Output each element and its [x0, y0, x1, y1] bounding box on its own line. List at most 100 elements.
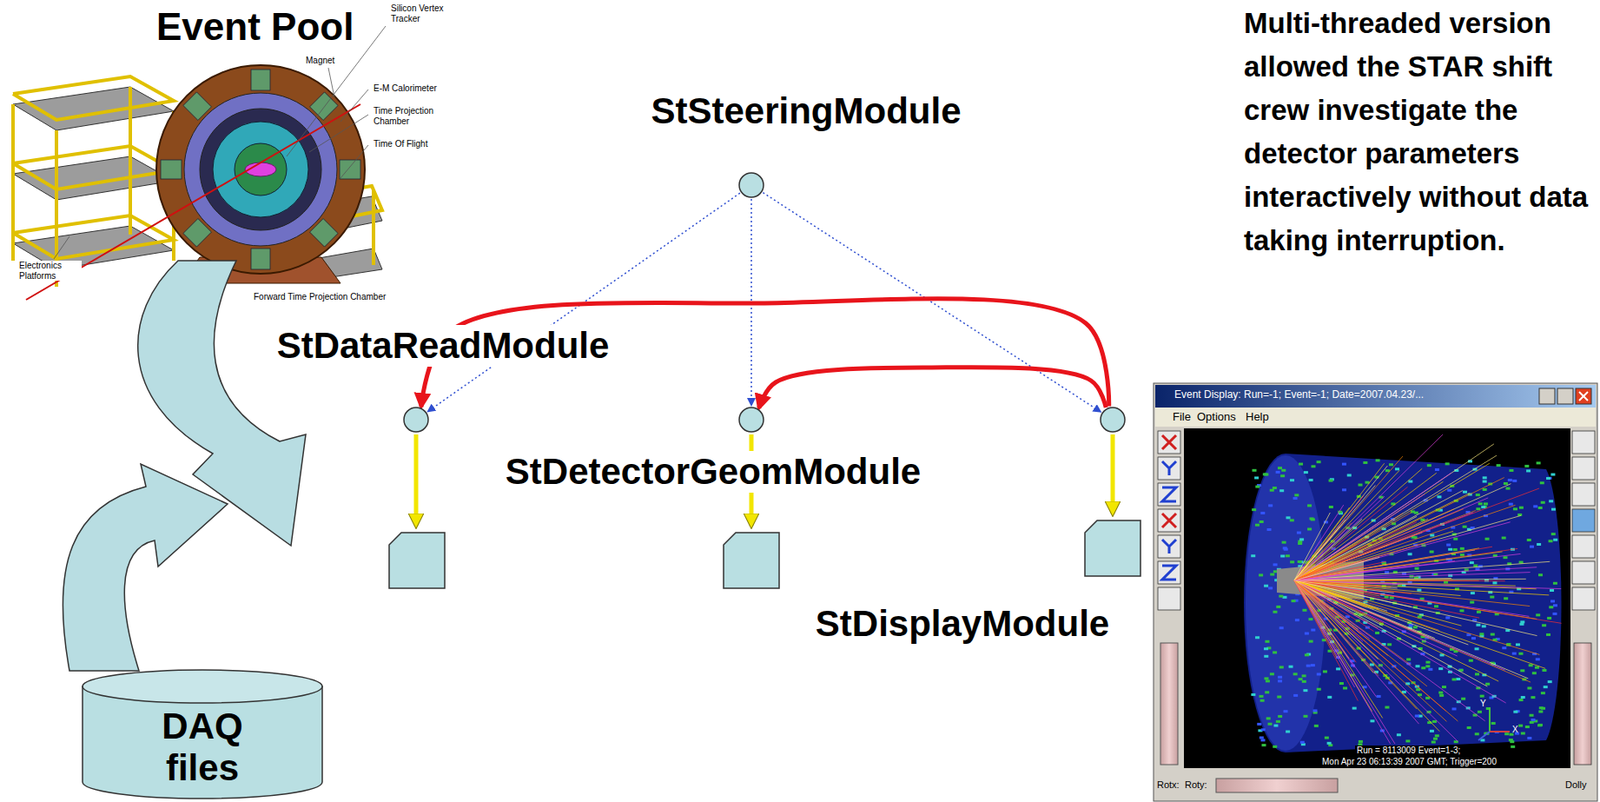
hit-mark	[1476, 610, 1481, 614]
node-outline	[403, 406, 430, 433]
track-line	[1294, 580, 1428, 687]
hit-mark	[1264, 690, 1270, 694]
hit-mark	[1387, 642, 1392, 646]
hit-mark	[1538, 573, 1543, 576]
hit-mark	[1553, 603, 1558, 607]
hit-mark	[1530, 695, 1535, 699]
run-info: Mon Apr 23 06:13:39 2007 GMT; Trigger=20…	[1320, 756, 1499, 767]
hit-mark	[1518, 724, 1523, 728]
hit-mark	[1552, 612, 1557, 615]
hit-mark	[1369, 719, 1375, 722]
hit-mark	[1447, 574, 1453, 577]
part-name: Forward Time Projection Chamber	[251, 291, 388, 303]
track-line	[1294, 509, 1455, 581]
hit-mark	[1501, 536, 1507, 540]
track-line	[1294, 580, 1562, 623]
hit-mark	[1431, 740, 1436, 744]
hit-mark	[1508, 738, 1514, 741]
hit-mark	[1551, 532, 1556, 536]
hit-mark	[1502, 555, 1508, 559]
hit-mark	[1540, 501, 1546, 504]
hit-mark	[1384, 706, 1389, 709]
hit-mark	[1527, 736, 1532, 740]
event-display-window	[1153, 383, 1598, 801]
hit-mark	[1460, 608, 1465, 612]
hit-mark	[1496, 463, 1501, 467]
hit-mark	[1300, 740, 1305, 744]
hit-mark	[1255, 523, 1260, 527]
track-line	[1294, 580, 1549, 596]
hit-mark	[1309, 640, 1314, 643]
hit-mark	[1277, 714, 1283, 718]
track-line	[1294, 462, 1490, 581]
hit-mark	[1272, 610, 1277, 614]
hit-mark	[1525, 725, 1530, 728]
hit-mark	[1462, 525, 1468, 529]
hit-mark	[1439, 694, 1444, 697]
part-name: Electronics Platforms	[17, 260, 82, 281]
hit-mark	[1316, 672, 1322, 675]
hit-mark	[1538, 709, 1543, 713]
hit-mark	[1527, 686, 1532, 689]
hit-mark	[1405, 739, 1410, 742]
hit-mark	[1282, 546, 1288, 549]
hit-mark	[1506, 487, 1511, 490]
hit-mark	[1434, 733, 1440, 737]
track-line	[1294, 434, 1443, 581]
hit-mark	[1467, 726, 1472, 729]
track-line	[1294, 580, 1528, 679]
hit-mark	[1279, 489, 1284, 492]
hit-mark	[1475, 623, 1481, 627]
hit-mark	[1483, 502, 1488, 505]
hit-mark	[1485, 682, 1490, 686]
hit-mark	[1327, 741, 1332, 745]
hit-mark	[1342, 488, 1347, 491]
hit-mark	[1347, 473, 1352, 477]
hit-mark	[1255, 635, 1260, 639]
hit-mark	[1389, 595, 1395, 599]
hit-mark	[1539, 706, 1544, 709]
hit-mark	[1260, 738, 1265, 741]
hit-mark	[1519, 506, 1524, 510]
hit-mark	[1278, 595, 1283, 598]
hit-mark	[1276, 695, 1282, 699]
hit-mark	[1262, 472, 1268, 476]
hit-mark	[1308, 617, 1313, 621]
hit-mark	[1280, 554, 1285, 557]
hit-mark	[1508, 502, 1514, 506]
hit-mark	[1273, 562, 1278, 566]
hit-mark	[1250, 554, 1256, 557]
track-line	[1294, 488, 1540, 581]
hit-mark	[1491, 721, 1496, 725]
hit-mark	[1293, 694, 1298, 697]
hit-mark	[1302, 714, 1308, 718]
hit-mark	[1285, 729, 1290, 733]
hit-mark	[1259, 735, 1264, 739]
hit-mark	[1388, 462, 1394, 466]
hit-mark	[1513, 507, 1518, 510]
hit-mark	[1293, 672, 1298, 675]
hit-mark	[1384, 595, 1389, 599]
hit-mark	[1513, 710, 1518, 714]
track-line	[1294, 580, 1546, 668]
hit-mark	[1548, 499, 1554, 503]
hit-mark	[1473, 564, 1478, 568]
axis-label: Y	[1480, 698, 1487, 709]
track-line	[1294, 578, 1452, 581]
hit-mark	[1256, 722, 1262, 726]
hit-mark	[1342, 462, 1347, 466]
axis-label: X	[1512, 724, 1519, 735]
node-outline	[738, 171, 765, 199]
hit-mark	[1289, 518, 1295, 522]
hit-mark	[1335, 667, 1341, 670]
hit-mark	[1474, 672, 1480, 675]
hit-mark	[1434, 468, 1440, 471]
hit-mark	[1540, 481, 1545, 484]
hit-mark	[1537, 723, 1542, 727]
hit-mark	[1310, 628, 1316, 632]
hit-mark	[1543, 685, 1548, 688]
hit-mark	[1311, 464, 1316, 468]
hit-mark	[1273, 724, 1278, 728]
hit-mark	[1520, 620, 1525, 623]
hit-mark	[1534, 666, 1540, 669]
